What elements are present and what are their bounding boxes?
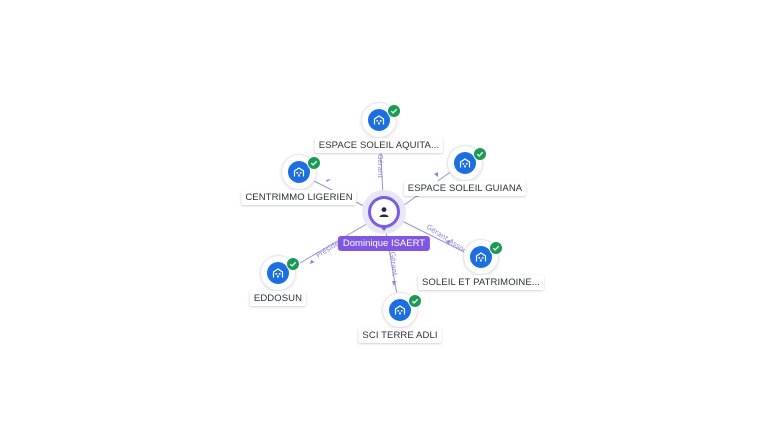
verified-check-icon <box>489 241 503 255</box>
edge-label-aquita: Gérant <box>376 154 384 178</box>
arrowhead <box>392 281 396 286</box>
building-icon <box>394 305 406 315</box>
edge-soleil-et-patrimoine <box>399 219 471 256</box>
company-icon-circle <box>267 262 289 284</box>
building-icon <box>272 268 284 278</box>
company-icon-circle <box>389 299 411 321</box>
person-name-label[interactable]: Dominique ISAERT <box>337 236 431 251</box>
checkmark-icon <box>492 245 500 251</box>
company-icon-circle <box>288 161 310 183</box>
checkmark-icon <box>476 151 484 157</box>
verified-check-icon <box>307 156 321 170</box>
person-node-bubble[interactable] <box>368 196 400 228</box>
company-label[interactable]: ESPACE SOLEIL GUIANA <box>403 181 527 196</box>
person-icon <box>379 207 389 217</box>
company-bubble[interactable] <box>464 240 498 274</box>
verified-check-icon <box>473 147 487 161</box>
edge-eddosun <box>287 221 371 271</box>
verified-check-icon <box>408 294 422 308</box>
arrowhead <box>310 260 315 264</box>
building-icon <box>373 115 385 125</box>
company-label[interactable]: CENTRIMMO LIGERIEN <box>241 190 357 205</box>
company-icon-circle <box>454 152 476 174</box>
arrowhead <box>446 240 450 245</box>
company-label[interactable]: SOLEIL ET PATRIMOINE... <box>417 275 545 290</box>
company-icon-circle <box>368 109 390 131</box>
person-node-pin-tip <box>379 225 389 231</box>
checkmark-icon <box>411 298 419 304</box>
arrowhead <box>326 179 331 182</box>
company-label[interactable]: ESPACE SOLEIL AQUITA... <box>314 138 444 153</box>
building-icon <box>475 252 487 262</box>
checkmark-icon <box>310 160 318 166</box>
edge-label-sci-terre: Gérant <box>388 251 398 276</box>
building-icon <box>293 167 305 177</box>
building-icon <box>459 158 471 168</box>
company-label[interactable]: SCI TERRE ADLI <box>358 328 442 343</box>
checkmark-icon <box>390 108 398 114</box>
company-icon-circle <box>470 246 492 268</box>
arrowhead <box>434 172 438 177</box>
company-label[interactable]: EDDOSUN <box>249 291 307 306</box>
verified-check-icon <box>387 104 401 118</box>
checkmark-icon <box>289 261 297 267</box>
verified-check-icon <box>286 257 300 271</box>
